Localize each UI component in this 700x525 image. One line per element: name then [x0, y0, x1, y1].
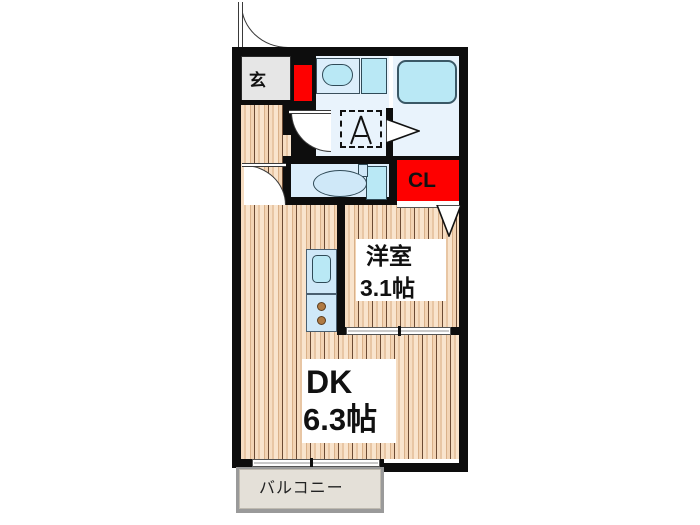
washer-arrow-icon: [350, 115, 372, 145]
washitsu-sliding-door-center: [398, 326, 401, 336]
wall-dk-washitsu: [337, 205, 345, 335]
stove-burner-front-icon: [317, 302, 326, 311]
stove-burner-rear-icon: [317, 316, 326, 325]
washroom-door-leaf-icon: [289, 110, 331, 114]
balcony-window-rail: [254, 462, 378, 464]
dk-size-label: 6.3帖: [303, 402, 378, 437]
wall-toilet-bottom: [283, 197, 389, 205]
floor-entrance: [241, 56, 291, 105]
wall-exterior-bottom-right: [384, 463, 468, 472]
wall-exterior-left: [232, 47, 241, 467]
stove-unit-icon: [306, 294, 337, 332]
balcony-window-center: [310, 458, 313, 468]
toilet-tank-icon: [366, 166, 387, 200]
wall-exterior-top: [232, 47, 468, 56]
closet-door-icon: [436, 205, 462, 237]
closet-cl-label: CL: [408, 169, 436, 192]
wall-washroom-bottom: [291, 156, 459, 164]
entrance-door-swing-icon: [241, 4, 288, 48]
kitchen-sink-icon: [312, 255, 331, 283]
wall-toilet-right: [389, 156, 397, 205]
wall-toilet-left: [283, 156, 291, 205]
washitsu-label-backdrop: [356, 239, 446, 301]
wall-exterior-right: [459, 47, 468, 472]
washing-machine-space-icon: [340, 110, 382, 148]
balcony-label: バルコニー: [259, 480, 344, 497]
closet-door-rail: [397, 201, 459, 208]
toilet-door-leaf-icon: [242, 163, 286, 167]
bathtub-icon: [397, 60, 457, 104]
washitsu-name-label: 洋室: [366, 243, 412, 269]
bathroom-door-icon: [386, 118, 420, 144]
balcony-floor: [239, 469, 381, 509]
entrance-label: 玄: [249, 71, 266, 90]
wall-hall-stub: [283, 105, 291, 135]
vanity-basin-icon: [322, 64, 353, 86]
shoe-cabinet-icon: [294, 65, 312, 101]
dk-name-label: DK: [306, 364, 353, 400]
dk-label-backdrop: [302, 359, 396, 443]
entrance-door-leaf-icon: [238, 2, 243, 48]
washroom-cabinet-icon: [361, 58, 387, 94]
washitsu-size-label: 3.1帖: [360, 275, 415, 301]
toilet-bowl-icon: [313, 170, 367, 197]
wall-entry-bottom: [241, 100, 291, 105]
closet-cl-box: [397, 160, 459, 201]
